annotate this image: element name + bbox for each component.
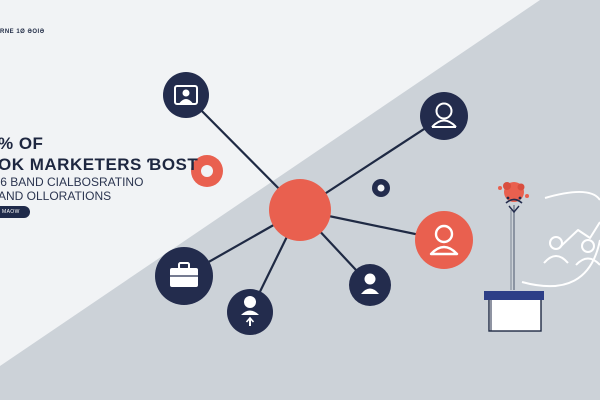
plant-icon xyxy=(498,182,529,290)
network-hub xyxy=(269,179,331,241)
hero-headline: % OF OK MARKETERS ƁOST xyxy=(0,133,198,175)
briefcase-icon xyxy=(170,262,198,287)
users-growth-icon xyxy=(521,191,600,288)
node-top-left xyxy=(163,72,209,118)
user-icon xyxy=(431,102,457,128)
user-icon xyxy=(361,273,379,294)
user-icon xyxy=(429,224,459,256)
hero-eyebrow: RNE 1Ø ƏOIƏ xyxy=(0,29,45,35)
node-bottom-left xyxy=(155,247,213,305)
hero-subhead: '6 BAND CIALBOSRATINO AND OLLORATIONS xyxy=(0,175,143,203)
headline-line-1: % OF xyxy=(0,134,44,153)
decorative-ring-coral xyxy=(191,155,223,187)
headline-line-2: OK MARKETERS ƁOST xyxy=(0,155,199,174)
node-bottom-right xyxy=(349,264,391,306)
subhead-line-1: '6 BAND CIALBOSRATINO xyxy=(0,175,144,189)
podium xyxy=(484,291,544,332)
node-bottom-center xyxy=(227,289,273,335)
id-card-icon xyxy=(174,85,198,105)
subhead-line-2: AND OLLORATIONS xyxy=(0,189,112,203)
node-right-coral xyxy=(415,211,473,269)
node-top-right xyxy=(420,92,468,140)
decorative-ring-navy xyxy=(372,179,390,197)
user-icon xyxy=(241,296,259,326)
cta-button[interactable]: MAOW xyxy=(0,206,30,218)
